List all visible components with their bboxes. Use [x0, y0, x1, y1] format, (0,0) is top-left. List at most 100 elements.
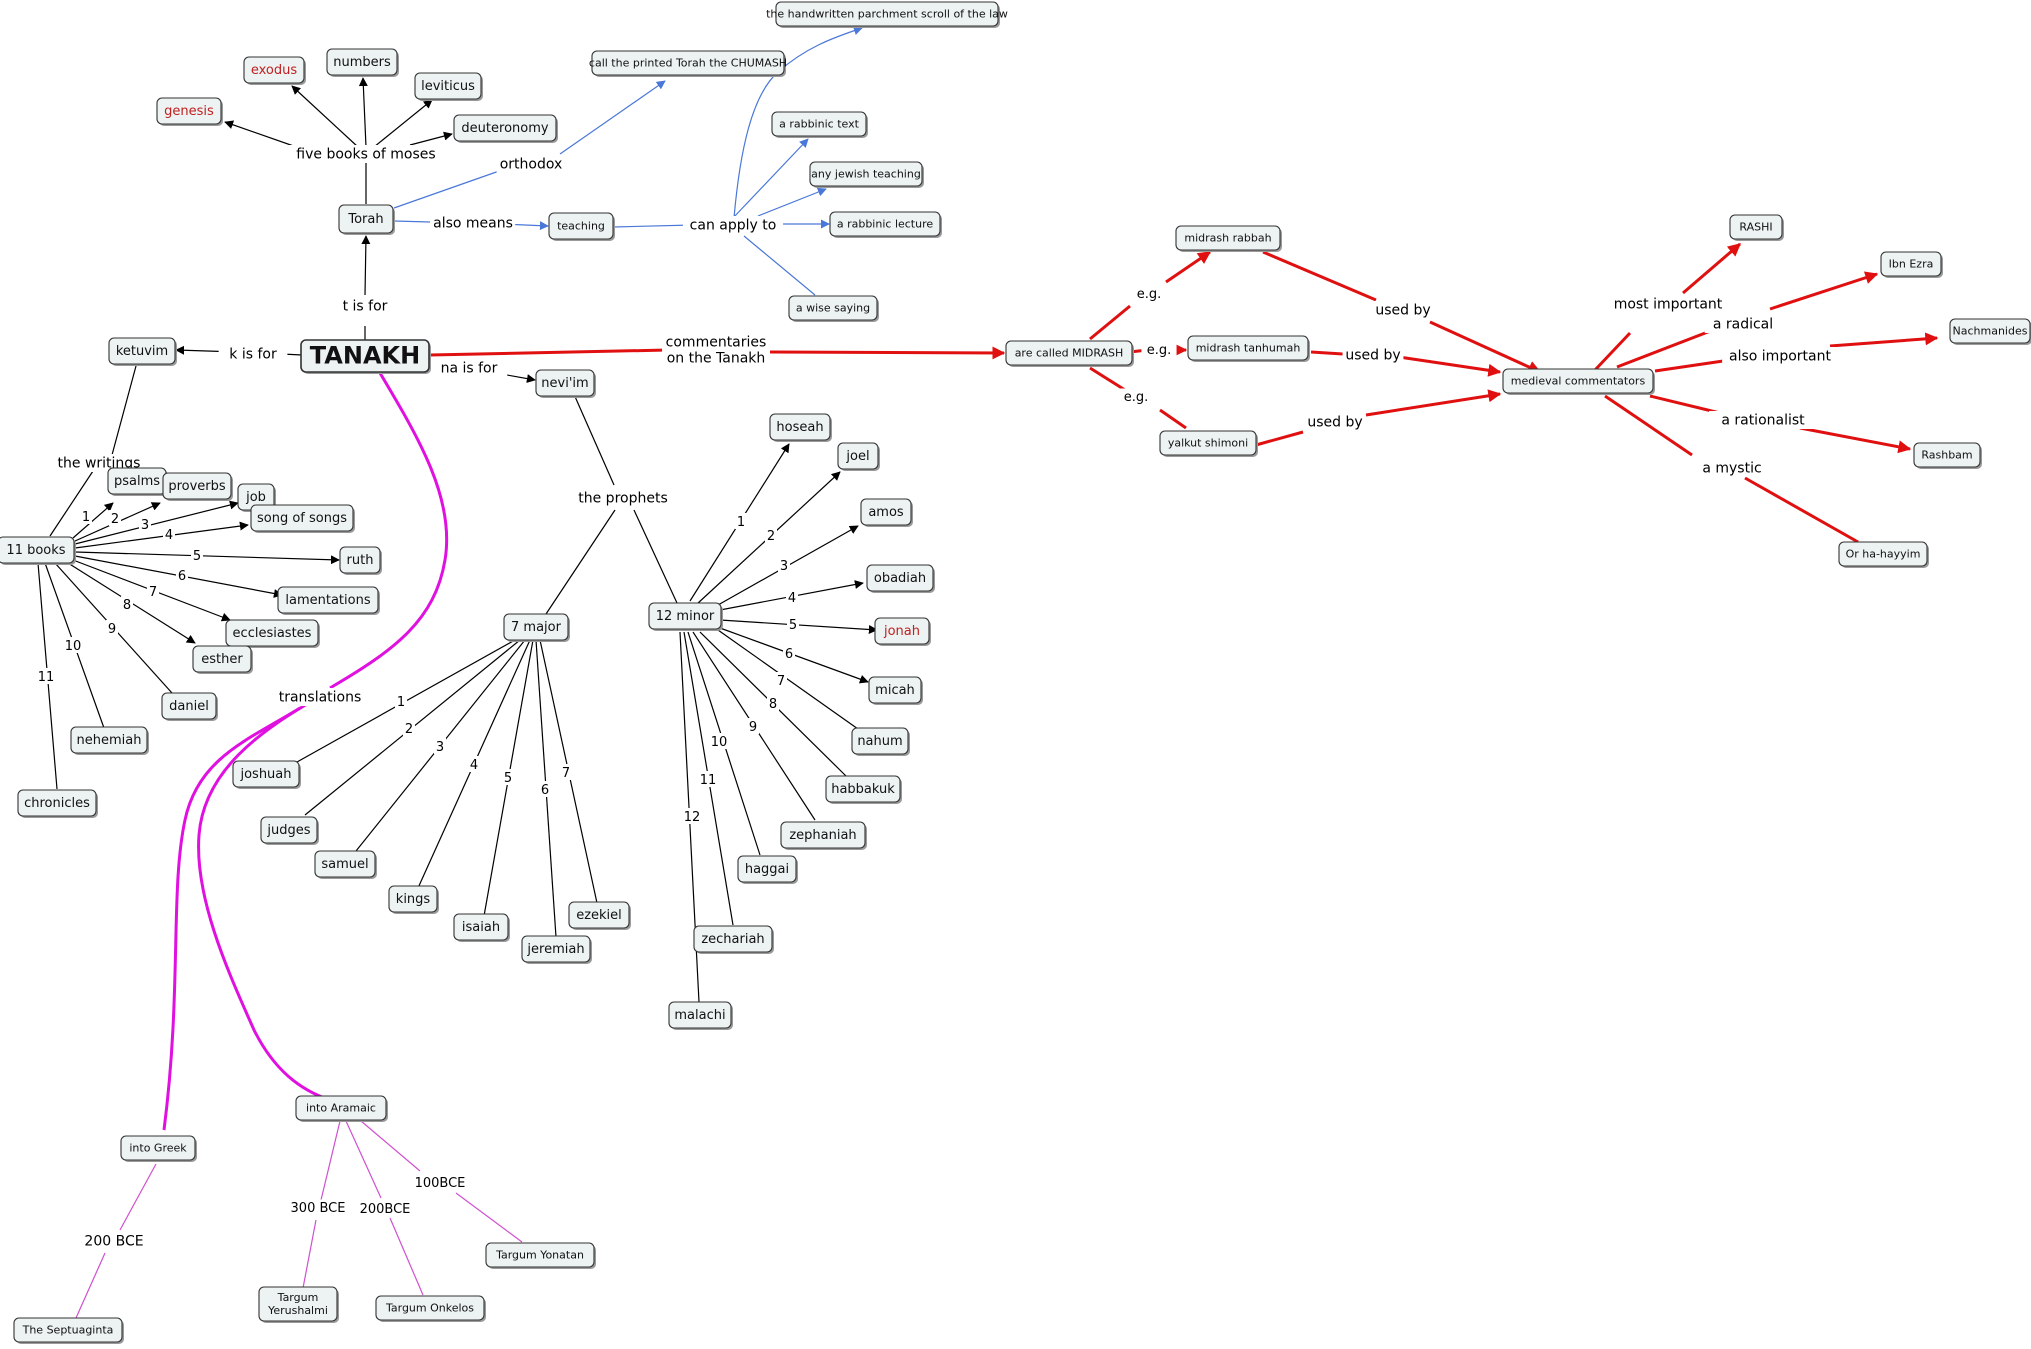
node-neviim[interactable]: nevi'im	[535, 369, 596, 398]
node-kings[interactable]: kings	[388, 885, 439, 914]
node-septuaginta[interactable]: The Septuaginta	[13, 1317, 124, 1344]
node-tanakh[interactable]: TANAKH	[300, 339, 431, 374]
node-proverbs[interactable]: proverbs	[162, 472, 233, 501]
major-number-label: 6	[541, 783, 549, 798]
node-daniel[interactable]: daniel	[161, 692, 218, 721]
node-rabbinic-text[interactable]: a rabbinic text	[771, 111, 868, 138]
minor-number-label: 8	[769, 697, 777, 712]
writings-number-label: 6	[178, 569, 186, 584]
node-numbers[interactable]: numbers	[326, 48, 399, 77]
node-nachmanides[interactable]: Nachmanides	[1949, 318, 2031, 345]
node-midrash[interactable]: are called MIDRASH	[1005, 340, 1134, 367]
node-chronicles[interactable]: chronicles	[17, 789, 98, 818]
node-joshuah[interactable]: joshuah	[232, 760, 301, 789]
node-label: numbers	[333, 55, 391, 70]
node-nehemiah[interactable]: nehemiah	[70, 726, 149, 755]
link-can-apply: can apply to	[690, 217, 777, 233]
node-psalms[interactable]: psalms	[107, 467, 168, 496]
node-midrash-rabbah[interactable]: midrash rabbah	[1175, 225, 1282, 252]
major-number-label: 3	[436, 740, 444, 755]
node-into-greek[interactable]: into Greek	[120, 1135, 197, 1162]
node-label: a rabbinic text	[779, 118, 859, 131]
node-samuel[interactable]: samuel	[314, 850, 377, 879]
node-exodus[interactable]: exodus	[243, 56, 306, 85]
node-nahum[interactable]: nahum	[851, 727, 910, 756]
node-label: isaiah	[462, 920, 500, 935]
node-micah[interactable]: micah	[868, 676, 923, 705]
node-leviticus[interactable]: leviticus	[414, 72, 483, 101]
node-label: zechariah	[701, 932, 764, 947]
node-scroll[interactable]: the handwritten parchment scroll of the …	[766, 1, 1008, 28]
node-midrash-tanhumah[interactable]: midrash tanhumah	[1187, 335, 1310, 362]
node-isaiah[interactable]: isaiah	[453, 913, 510, 942]
link-commentaries: on the Tanakh	[667, 350, 766, 366]
node-ibn-ezra[interactable]: Ibn Ezra	[1880, 251, 1943, 278]
node-label: into Aramaic	[306, 1102, 376, 1115]
link-also-means: also means	[433, 215, 513, 231]
node-habbakuk[interactable]: habbakuk	[825, 775, 902, 804]
node-medieval[interactable]: medieval commentators	[1502, 368, 1655, 395]
node-label: lamentations	[285, 593, 370, 608]
node-label: genesis	[164, 104, 214, 119]
node-teaching[interactable]: teaching	[548, 212, 615, 241]
node-label: 11 books	[6, 543, 65, 558]
node-label: psalms	[114, 474, 160, 489]
link-100bce: 100BCE	[415, 1176, 466, 1191]
node-into-aramaic[interactable]: into Aramaic	[295, 1095, 388, 1122]
node-label: Targum Yonatan	[495, 1249, 584, 1262]
node-chumash[interactable]: call the printed Torah the CHUMASH	[589, 50, 787, 77]
link-commentaries: commentaries	[666, 334, 767, 350]
node-deuteronomy[interactable]: deuteronomy	[453, 114, 558, 143]
link-k: k is for	[229, 346, 277, 362]
node-rashbam[interactable]: Rashbam	[1913, 442, 1982, 469]
node-ketuvim[interactable]: ketuvim	[108, 337, 177, 366]
node-zechariah[interactable]: zechariah	[693, 925, 774, 954]
node-7-major[interactable]: 7 major	[503, 613, 570, 642]
node-label: midrash rabbah	[1184, 232, 1271, 245]
node-ruth[interactable]: ruth	[339, 546, 382, 575]
node-haggai[interactable]: haggai	[737, 855, 798, 884]
node-label: jonah	[883, 624, 920, 639]
major-number-label: 1	[397, 695, 405, 710]
node-ezekiel[interactable]: ezekiel	[568, 901, 631, 930]
node-joel[interactable]: joel	[837, 442, 880, 471]
node-label: The Septuaginta	[22, 1324, 114, 1337]
major-number-label: 2	[405, 722, 413, 737]
node-esther[interactable]: esther	[192, 645, 253, 674]
node-malachi[interactable]: malachi	[668, 1001, 733, 1030]
node-jewish-teaching[interactable]: any jewish teaching	[809, 161, 924, 188]
node-label: 12 minor	[656, 609, 715, 624]
node-hoseah[interactable]: hoseah	[769, 413, 832, 442]
node-rabbinic-lecture[interactable]: a rabbinic lecture	[829, 211, 942, 238]
node-amos[interactable]: amos	[860, 498, 913, 527]
node-yalkut-shimoni[interactable]: yalkut shimoni	[1159, 430, 1258, 457]
node-jonah[interactable]: jonah	[874, 617, 931, 646]
node-label: daniel	[169, 699, 209, 714]
node-wise-saying[interactable]: a wise saying	[788, 295, 879, 322]
node-obadiah[interactable]: obadiah	[866, 564, 935, 593]
node-targum-onkelos[interactable]: Targum Onkelos	[375, 1295, 486, 1322]
link-translations: translations	[279, 689, 362, 705]
node-torah[interactable]: Torah	[338, 204, 395, 235]
node-ecclesiastes[interactable]: ecclesiastes	[225, 619, 320, 648]
node-label: nahum	[857, 734, 902, 749]
node-label: any jewish teaching	[811, 168, 921, 181]
node-jeremiah[interactable]: jeremiah	[521, 935, 592, 964]
node-label: Or ha-hayyim	[1846, 548, 1921, 561]
node-song-of-songs[interactable]: song of songs	[250, 504, 355, 533]
writings-number-label: 1	[82, 510, 90, 525]
node-or-ha-hayyim[interactable]: Or ha-hayyim	[1838, 541, 1929, 568]
node-targum-yonatan[interactable]: Targum Yonatan	[485, 1242, 596, 1269]
node-genesis[interactable]: genesis	[156, 97, 223, 126]
link-t: t is for	[343, 298, 388, 314]
node-11-books[interactable]: 11 books	[0, 536, 76, 565]
node-judges[interactable]: judges	[260, 816, 319, 845]
link-rationalist: a rationalist	[1721, 412, 1805, 428]
node-label: obadiah	[874, 571, 926, 586]
node-zephaniah[interactable]: zephaniah	[780, 821, 867, 850]
node-lamentations[interactable]: lamentations	[277, 586, 380, 615]
node-12-minor[interactable]: 12 minor	[648, 602, 723, 631]
node-rashi[interactable]: RASHI	[1729, 214, 1784, 241]
